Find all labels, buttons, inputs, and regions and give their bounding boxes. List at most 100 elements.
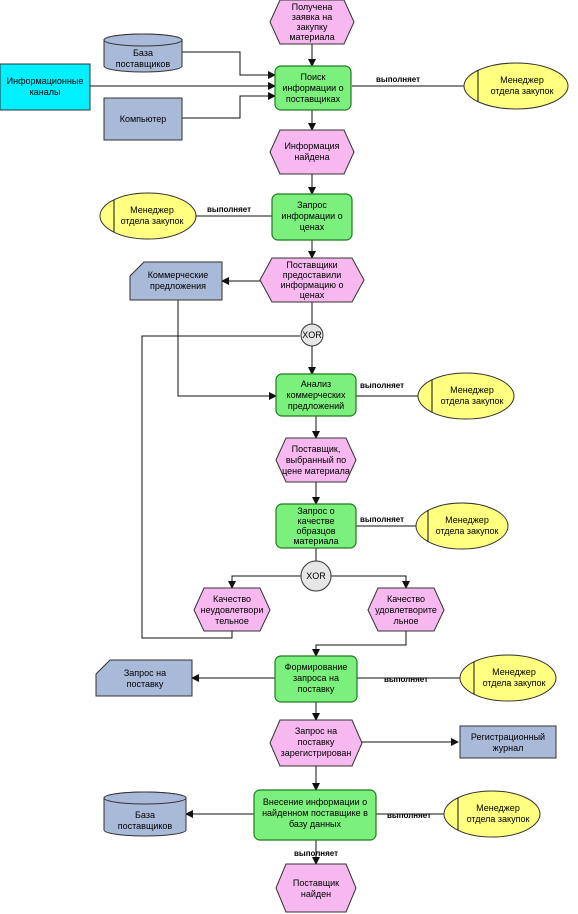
delivery-request-box: Запрос на поставку — [95, 659, 193, 697]
function-enter-supplier-info: Внесение информации о найденном поставщи… — [253, 789, 377, 841]
role-1-line-2: отдела закупок — [491, 86, 554, 96]
db-top-label-1: База — [133, 48, 153, 58]
function-request-quality: Запрос о качестве образцов материала — [275, 503, 357, 549]
role-4-line-2: отдела закупок — [436, 526, 499, 536]
event-8-line-2: найден — [301, 889, 331, 899]
db-bottom-label-1: База — [135, 810, 155, 820]
function-6-line-1: Внесение информации о — [263, 797, 367, 807]
event-5-line-1: Качество — [213, 594, 251, 604]
event-6-line-1: Качество — [387, 594, 425, 604]
executes-label-7: выполняет — [294, 849, 338, 858]
event-quality-unsatisfactory: Качество неудовлетвори тельное — [193, 587, 271, 632]
event-2-line-1: Информация — [284, 141, 339, 151]
function-6-line-2: найденном поставщике в — [262, 808, 368, 818]
role-3-line-2: отдела закупок — [441, 396, 504, 406]
event-3-line-1: Поставщики — [286, 260, 337, 270]
executes-label-1: выполняет — [376, 75, 420, 84]
registration-journal-label-2: журнал — [493, 743, 524, 753]
function-request-prices: Запрос информации о ценах — [271, 193, 353, 241]
function-5-line-1: Формирование — [285, 662, 348, 672]
event-4-line-3: цене материала — [282, 466, 350, 476]
function-5-line-3: поставку — [298, 684, 335, 694]
event-3-line-3: информацию о — [280, 280, 343, 290]
function-4-line-1: Запрос о — [297, 506, 334, 516]
event-1-line-3: закупку — [296, 22, 328, 32]
db-top-label-2: поставщиков — [116, 59, 171, 69]
function-form-delivery-request: Формирование запроса на поставку — [274, 655, 358, 703]
role-1-line-1: Менеджер — [500, 75, 544, 85]
event-request-registered: Запрос на поставку зарегистрирован — [269, 719, 363, 767]
executes-label-6: выполняет — [387, 811, 431, 820]
database-suppliers-top: База поставщиков — [103, 33, 183, 73]
delivery-request-label-1: Запрос на — [124, 668, 166, 678]
db-bottom-label-2: поставщиков — [118, 821, 173, 831]
function-4-line-2: качестве — [298, 516, 335, 526]
event-6-line-2: удовлетворите — [375, 605, 437, 615]
function-2-line-2: информации о — [281, 211, 342, 221]
function-analyze-offers: Анализ коммерческих предложений — [275, 373, 357, 417]
commercial-offers-label-2: предложения — [150, 281, 206, 291]
function-4-line-4: материала — [293, 536, 338, 546]
computer-label: Компьютер — [120, 114, 167, 124]
event-1-line-1: Получена — [292, 2, 333, 12]
xor-connector-2: XOR — [300, 560, 332, 592]
function-1-line-2: информации о — [282, 83, 343, 93]
executes-label-4: выполняет — [360, 515, 404, 524]
role-5-line-2: отдела закупок — [483, 678, 546, 688]
function-2-line-3: ценах — [300, 222, 325, 232]
function-6-line-3: базу данных — [289, 819, 342, 829]
role-2-line-2: отдела закупок — [121, 216, 184, 226]
edges — [90, 44, 464, 865]
function-4-line-3: образцов — [296, 526, 335, 536]
event-information-found: Информация найдена — [269, 129, 355, 175]
info-channels-label-1: Информационные — [7, 76, 84, 86]
function-1-line-3: поставщиках — [286, 94, 341, 104]
xor-connector-1: XOR — [300, 323, 324, 347]
role-2-line-1: Менеджер — [130, 205, 174, 215]
event-1-line-2: заявка на — [292, 12, 332, 22]
function-3-line-1: Анализ — [301, 379, 331, 389]
role-manager-3: Менеджер отдела закупок — [417, 372, 515, 420]
role-manager-4: Менеджер отдела закупок — [415, 502, 509, 550]
commercial-offers-label-1: Коммерческие — [148, 270, 209, 280]
role-6-line-1: Менеджер — [476, 803, 520, 813]
event-quality-satisfactory: Качество удовлетворите льное — [367, 587, 445, 632]
role-6-line-2: отдела закупок — [467, 814, 530, 824]
delivery-request-label-2: поставку — [127, 679, 164, 689]
role-manager-6: Менеджер отдела закупок — [443, 790, 541, 838]
role-manager-5: Менеджер отдела закупок — [459, 654, 557, 702]
event-7-line-3: зарегистрирован — [281, 748, 352, 758]
role-manager-2: Менеджер отдела закупок — [99, 192, 197, 240]
executes-label-3: выполняет — [360, 381, 404, 390]
role-manager-1: Менеджер отдела закупок — [463, 62, 569, 110]
executes-label-5: выполняет — [384, 675, 428, 684]
event-request-received: Получена заявка на закупку материала — [269, 0, 355, 45]
function-5-line-2: запроса на — [293, 673, 339, 683]
event-6-line-3: льное — [394, 616, 419, 626]
function-2-line-1: Запрос — [297, 200, 327, 210]
event-5-line-2: неудовлетвори — [201, 605, 264, 615]
registration-journal-label-1: Регистрационный — [471, 732, 545, 742]
event-4-line-1: Поставщик, — [292, 444, 341, 454]
xor-2-label: XOR — [306, 571, 326, 581]
database-suppliers-bottom: База поставщиков — [103, 791, 187, 837]
function-search-suppliers: Поиск информации о поставщиках — [274, 65, 352, 111]
event-7-line-2: поставку — [298, 737, 335, 747]
function-3-line-2: коммерческих — [287, 390, 346, 400]
event-2-line-2: найдена — [294, 152, 329, 162]
role-5-line-1: Менеджер — [492, 667, 536, 677]
event-5-line-3: тельное — [215, 616, 249, 626]
role-3-line-1: Менеджер — [450, 385, 494, 395]
xor-1-label: XOR — [302, 330, 322, 340]
event-3-line-2: предоставили — [283, 270, 342, 280]
commercial-offers-box: Коммерческие предложения — [129, 261, 223, 301]
computer-box: Компьютер — [103, 97, 183, 141]
event-supplier-selected: Поставщик, выбранный по цене материала — [275, 437, 357, 483]
event-suppliers-provided-prices: Поставщики предоставили информацию о цен… — [259, 257, 365, 303]
event-supplier-found: Поставщик найден — [275, 863, 357, 913]
event-8-line-1: Поставщик — [293, 878, 339, 888]
info-channels-box: Информационные каналы — [0, 63, 91, 111]
function-3-line-3: предложений — [288, 401, 344, 411]
registration-journal-box: Регистрационный журнал — [459, 725, 557, 759]
